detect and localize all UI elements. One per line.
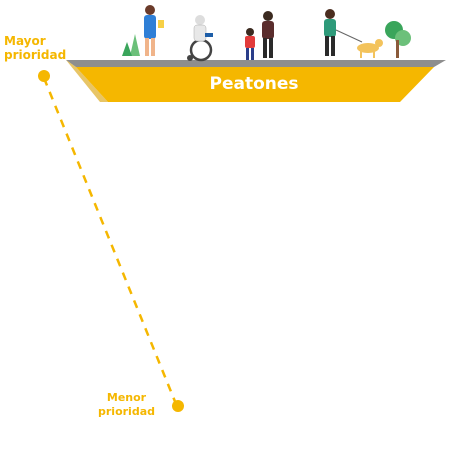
dog-walker-icon <box>324 9 383 58</box>
high-priority-line2: prioridad <box>4 48 67 62</box>
low-priority-dot <box>172 400 184 412</box>
tier-label-transporte-publico: Transporte público <box>194 250 312 263</box>
tier-label-peatones: Peatones <box>209 74 299 94</box>
wheelchair-user-icon <box>187 15 213 62</box>
tier-label-transporte-privado: Transporte privado <box>205 390 303 400</box>
high-priority-dot <box>38 70 50 82</box>
tier-peatones <box>66 60 446 102</box>
tree-icon <box>385 21 411 58</box>
low-priority-label: Menor prioridad <box>98 391 155 419</box>
low-priority-line2: prioridad <box>98 405 155 418</box>
tier-label-movilidad-activa: Movilidad activa <box>194 167 315 182</box>
high-priority-label: Mayor prioridad <box>4 34 66 62</box>
child-pedestrian-icon <box>245 11 274 60</box>
tier-label-transporte-carga: Transporte de carga <box>191 329 317 342</box>
person-walking-icon <box>144 5 164 56</box>
high-priority-line1: Mayor <box>4 34 46 48</box>
priority-dashed-line <box>42 77 178 405</box>
low-priority-line1: Menor <box>106 391 147 404</box>
tree-icon <box>122 34 140 56</box>
